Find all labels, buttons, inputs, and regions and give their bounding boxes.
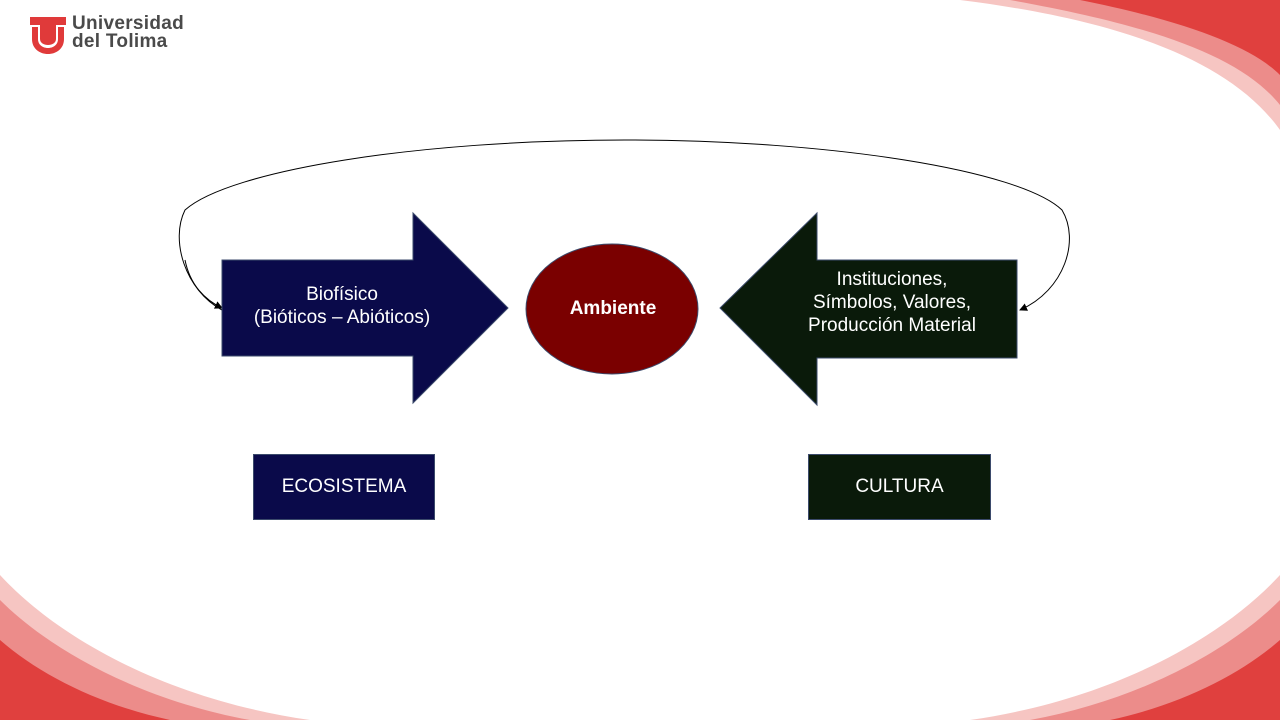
feedback-connector (178, 139, 1070, 311)
instituciones-label: Instituciones, Símbolos, Valores, Produc… (808, 269, 976, 336)
ambiente-ellipse (525, 243, 699, 375)
ecosistema-label: ECOSISTEMA (281, 476, 407, 497)
cultura-arrow (719, 211, 1018, 407)
logo-emblem-icon (30, 17, 66, 54)
feedback-connector-left-head (184, 259, 223, 309)
ecosistema-box: ECOSISTEMA (253, 454, 435, 520)
bottom-left-swoosh-dark (0, 640, 170, 720)
logo-text: Universidad del Tolima (72, 13, 185, 52)
top-right-swoosh-dark (1080, 0, 1280, 75)
cultura-label: CULTURA (855, 476, 944, 497)
cultura-box: CULTURA (808, 454, 991, 520)
biofisico-arrow (221, 211, 509, 405)
university-logo: Universidad del Tolima (30, 14, 230, 60)
bottom-right-swoosh-dark (1110, 640, 1280, 720)
biofisico-label: Biofísico (Bióticos – Abióticos) (253, 284, 431, 328)
ambiente-label: Ambiente (569, 298, 657, 319)
